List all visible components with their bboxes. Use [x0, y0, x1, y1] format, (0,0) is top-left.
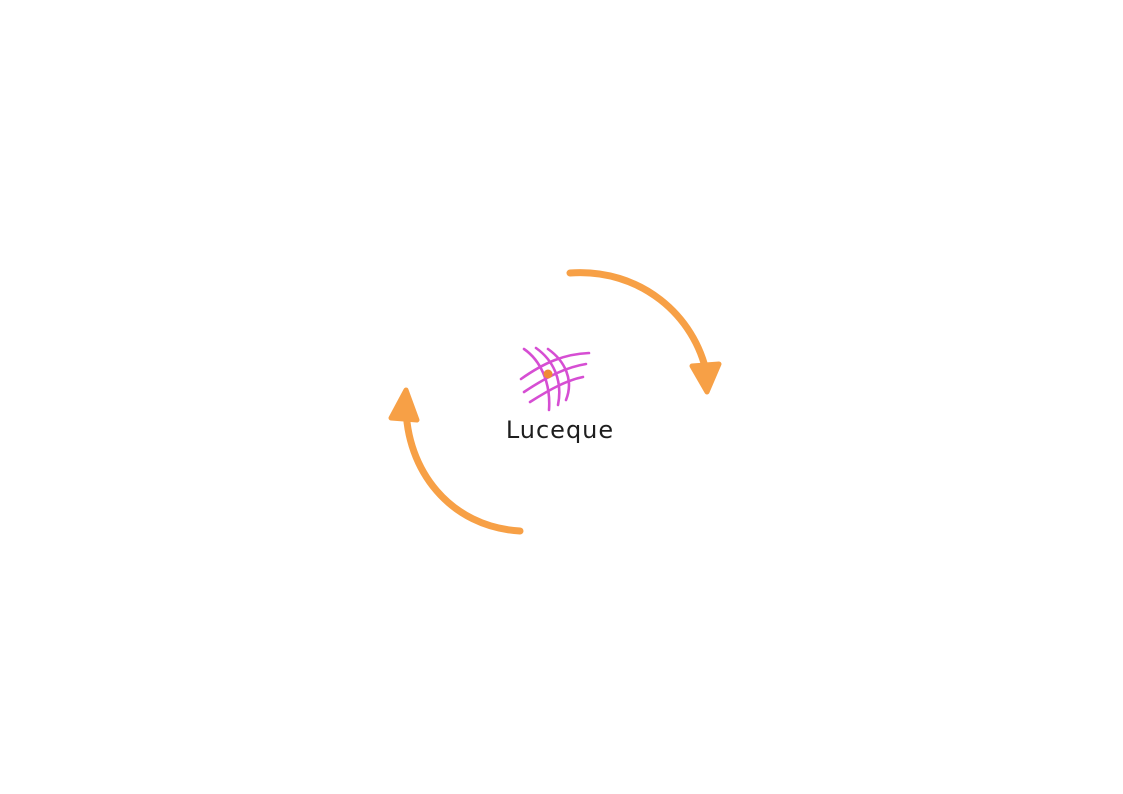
luceque-logo-icon — [519, 346, 591, 412]
refresh-arrow-bottom-left-icon — [388, 387, 524, 535]
logo-dot — [543, 369, 553, 379]
brand-name: Luceque — [505, 416, 615, 444]
refresh-arrow-top-right-icon — [566, 269, 722, 395]
